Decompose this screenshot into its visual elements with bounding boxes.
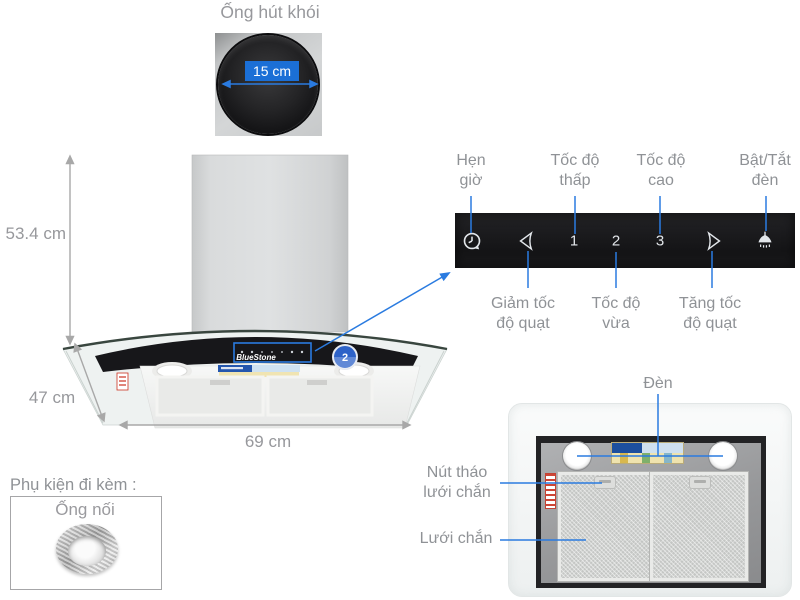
duct-opening-circle [218, 35, 318, 134]
duct-connector-icon [56, 524, 118, 574]
warning-sticker [545, 473, 556, 509]
touch-panel-highlight [233, 342, 312, 363]
range-hood-image: BlueStone 2 [62, 154, 448, 429]
label-medium-speed: Tốc độ vừa [591, 295, 641, 332]
label-filter: Lưới chắn [419, 530, 493, 547]
duct-diameter-label: 15 cm [245, 61, 299, 81]
speed-3-label: 3 [655, 232, 665, 249]
height-dimension-label: 53.4 cm [5, 224, 66, 243]
decrease-speed-icon [517, 230, 539, 252]
underside-light-left [563, 442, 591, 470]
chimney [191, 154, 349, 333]
grease-filter-right [650, 472, 748, 581]
label-light-toggle: Bật/Tắt đèn [739, 152, 791, 189]
label-light: Đèn [643, 375, 673, 392]
front-filters [155, 375, 374, 417]
speed-1-label: 1 [569, 232, 579, 249]
brand-logo: BlueStone [236, 353, 276, 362]
grease-filter-left [558, 472, 654, 581]
front-spec-sticker [218, 365, 300, 377]
duct-photo [215, 33, 322, 136]
label-high-speed: Tốc độ cao [636, 152, 686, 189]
width-dimension-label: 69 cm [244, 432, 292, 451]
filter-release-button-left [595, 477, 615, 488]
filter-release-button-right [690, 477, 710, 488]
control-panel-strip: 1 2 3 [455, 213, 795, 268]
spec-sticker [612, 443, 683, 463]
accessory-item-label: Ống nối [55, 500, 115, 519]
increase-speed-icon [701, 230, 723, 252]
accessory-box: Ống nối [10, 496, 162, 590]
label-filter-release: Nút tháo lưới chắn [423, 464, 491, 501]
speed-2-label: 2 [611, 232, 621, 249]
accessory-title: Phụ kiện đi kèm : [10, 476, 137, 494]
underside-light-right [709, 442, 737, 470]
label-timer: Hẹn giờ [456, 152, 486, 189]
depth-dimension-label: 47 cm [28, 388, 76, 407]
duct-title: Ống hút khói [220, 2, 320, 22]
warranty-badge: 2 [332, 344, 358, 370]
timer-icon [461, 230, 483, 252]
label-decrease-speed: Giảm tốc độ quạt [490, 295, 555, 332]
svg-text:2: 2 [342, 352, 348, 364]
front-warning-sticker [116, 372, 129, 391]
label-increase-speed: Tăng tốc độ quạt [678, 295, 742, 332]
light-toggle-icon [754, 230, 776, 252]
label-low-speed: Tốc độ thấp [550, 152, 600, 189]
